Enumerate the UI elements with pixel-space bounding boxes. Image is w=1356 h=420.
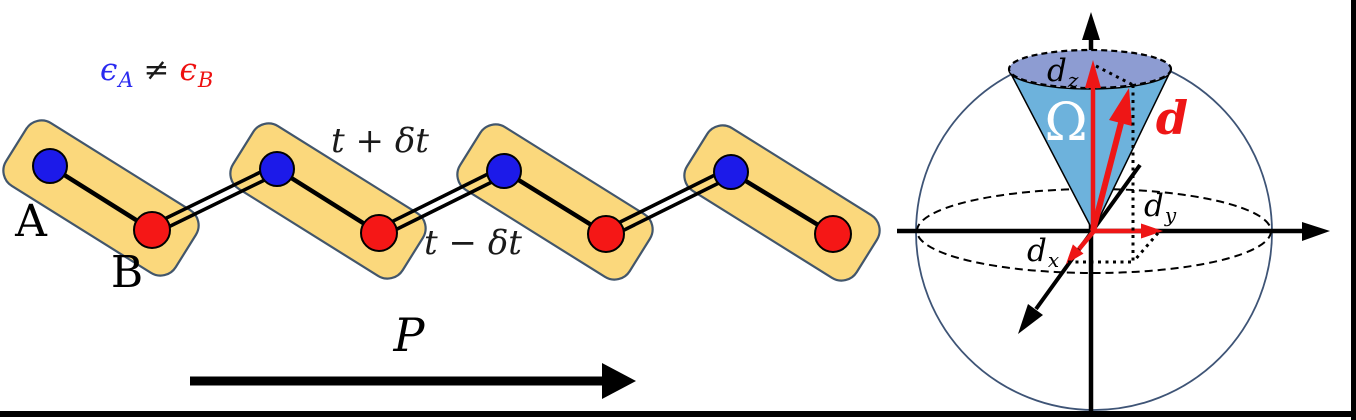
dz-component-arrow [1085,60,1101,231]
dx-label: dx [1027,233,1059,272]
site-b-label: B [111,247,143,298]
polarization-label: P [393,308,426,362]
inter-cell-double-bond-1 [149,163,280,236]
y-axis-arrowhead [1302,222,1330,241]
x-axis-arrowhead [1018,304,1043,334]
dy-component-arrow [1094,223,1163,239]
bottom-border [0,411,1356,417]
intra-cell-bond-2 [275,167,381,235]
polarization-arrow [190,363,636,399]
intra-cell-bond-1 [48,164,154,232]
hopping-strong-label: t + δt [331,121,429,161]
dz-label: dz [1047,53,1079,92]
onsite-energy-label: ϵA≠ϵB [100,52,213,92]
site-a-atom-4 [713,154,749,190]
bloch-sphere-panel: Ω d dz dy dx [897,12,1330,413]
polarization-arrowhead [602,363,636,399]
site-a-label: A [14,196,48,247]
hopping-weak-label: t − δt [424,223,522,263]
inter-cell-double-bond-3 [603,166,734,240]
site-a-atom-3 [486,153,522,189]
intra-cell-bond-4 [729,170,835,236]
d-vector-label: d [1156,91,1188,145]
site-a-atom-1 [32,148,68,184]
intra-cell-bond-3 [502,169,608,236]
site-b-atom-2 [360,214,398,252]
inter-cell-double-bond-2 [376,165,507,239]
cone-top-disk [1007,48,1173,90]
right-border [1351,0,1356,420]
solid-angle-label: Ω [1044,93,1087,153]
projection-dotted-lines [1068,64,1160,264]
rice-mele-chain-panel: ϵA≠ϵB A B t + δt t − δt P [2,52,881,399]
d-vector-arrow [1090,88,1132,232]
site-a-atom-2 [259,151,295,187]
dy-label: dy [1144,188,1177,227]
site-b-atom-3 [587,215,625,253]
z-axis-arrowhead [1082,12,1100,40]
dx-component-arrow [1066,229,1096,264]
site-b-atom-4 [814,215,852,253]
site-b-atom-1 [133,211,171,249]
